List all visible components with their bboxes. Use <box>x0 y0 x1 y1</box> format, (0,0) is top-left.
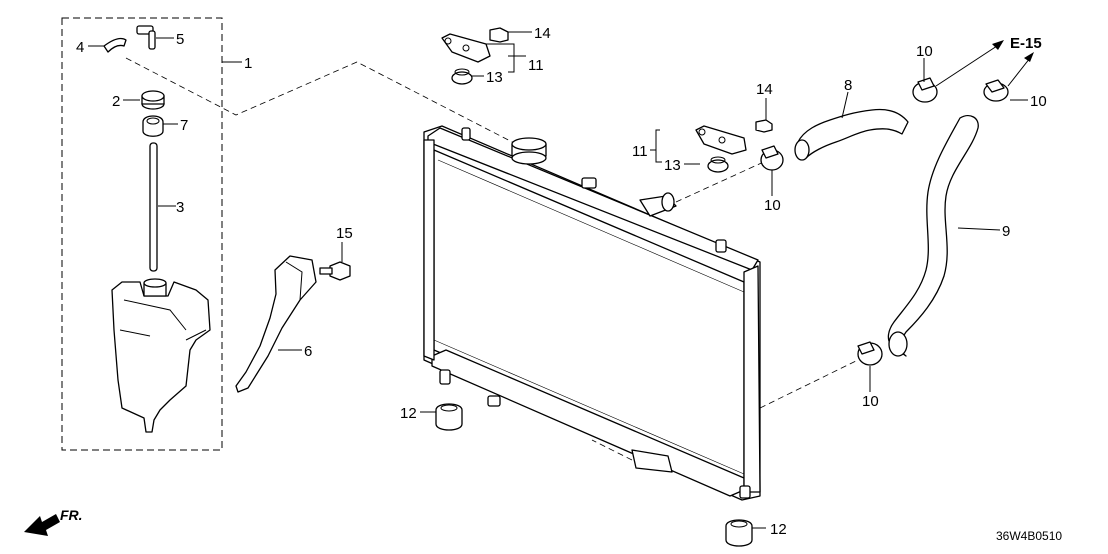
drawing-code: 36W4B0510 <box>996 529 1062 543</box>
callout-3: 3 <box>176 199 184 216</box>
radiator-bracket-middle <box>695 125 747 155</box>
callout-10-d: 10 <box>862 393 879 410</box>
shroud-bracket <box>235 255 317 393</box>
callout-12-b: 12 <box>770 521 787 538</box>
hose-clamp-a <box>912 77 938 103</box>
mount-cushion-a <box>435 403 463 431</box>
tube-joint <box>136 25 156 50</box>
upper-hose-route <box>675 159 769 203</box>
radiator <box>423 125 761 501</box>
callout-9: 9 <box>1002 223 1010 240</box>
callouts: 1 2 3 4 5 6 7 8 9 10 10 10 10 11 11 12 1… <box>76 25 1047 538</box>
reference-link-e15[interactable]: E-15 <box>1010 35 1042 52</box>
bolt-15 <box>319 261 351 281</box>
reserve-tank <box>111 278 211 433</box>
hose-clamp-d <box>857 341 883 366</box>
callout-14-b: 14 <box>756 81 773 98</box>
callout-5: 5 <box>176 31 184 48</box>
callout-15: 15 <box>336 225 353 242</box>
callout-13-b: 13 <box>664 157 681 174</box>
radiator-outlet-pipe <box>631 449 673 473</box>
reserve-tank-cap <box>141 90 165 110</box>
callout-10-b: 10 <box>1030 93 1047 110</box>
siphon-tube <box>103 37 127 53</box>
reserve-tank-group-box <box>61 17 223 451</box>
radiator-cap <box>511 137 547 165</box>
reference-arrows <box>935 40 1034 87</box>
upper-radiator-hose <box>794 108 909 161</box>
callout-12-a: 12 <box>400 405 417 422</box>
hose-clamp-b <box>983 79 1009 102</box>
cushion-13-middle <box>707 156 729 173</box>
mount-cushion-b <box>725 519 753 547</box>
callout-8: 8 <box>844 77 852 94</box>
callout-14-a: 14 <box>534 25 551 42</box>
lower-radiator-hose <box>887 114 979 357</box>
radiator-bracket-upper <box>441 33 491 63</box>
radiator-fins <box>433 149 745 475</box>
callout-10-a: 10 <box>916 43 933 60</box>
callout-13-a: 13 <box>486 69 503 86</box>
callout-7: 7 <box>180 117 188 134</box>
bolt-14-upper <box>489 27 509 43</box>
tank-grommet <box>142 115 164 137</box>
siphon-route-line <box>125 57 521 147</box>
front-indicator: FR. <box>24 507 83 536</box>
callout-2: 2 <box>112 93 120 110</box>
lower-hose-route <box>759 359 859 409</box>
cushion-13-upper <box>451 68 473 85</box>
callout-11-b: 11 <box>632 143 648 160</box>
reserve-tank-tube <box>149 142 158 272</box>
bolt-14-middle <box>755 119 773 133</box>
callout-4: 4 <box>76 39 84 56</box>
callout-10-c: 10 <box>764 197 781 214</box>
reserve-tank-group <box>61 17 223 451</box>
front-indicator-label: FR. <box>60 507 83 523</box>
leader-lines <box>88 31 1028 529</box>
callout-6: 6 <box>304 343 312 360</box>
front-arrow-icon <box>24 514 60 536</box>
hose-clamp-c <box>760 145 784 171</box>
callout-1: 1 <box>244 55 252 72</box>
callout-11-a: 11 <box>528 57 544 74</box>
